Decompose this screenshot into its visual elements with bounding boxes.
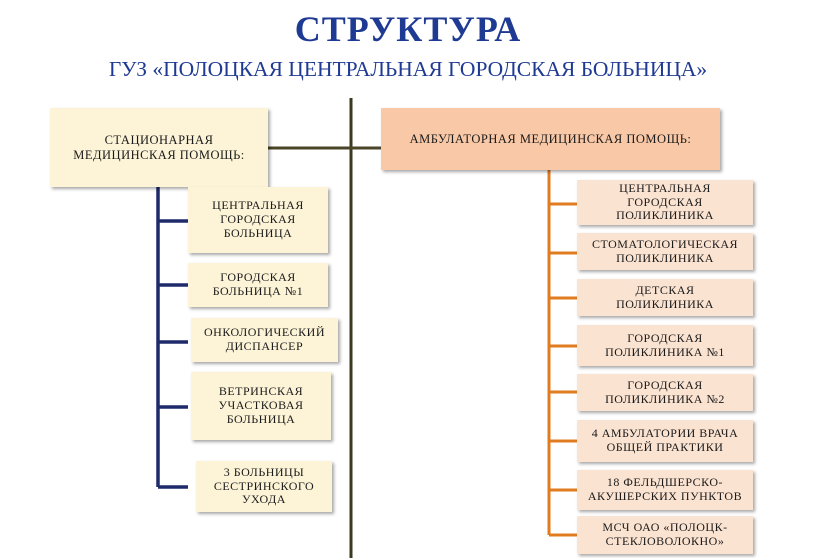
right-item-medical-unit: МСЧ ОАО «ПОЛОЦК- СТЕКЛОВОЛОКНО» (577, 516, 753, 554)
page-subtitle: ГУЗ «ПОЛОЦКАЯ ЦЕНТРАЛЬНАЯ ГОРОДСКАЯ БОЛЬ… (108, 57, 708, 81)
left-item-oncology-dispensary: ОНКОЛОГИЧЕСКИЙ ДИСПАНСЕР (191, 318, 338, 362)
inpatient-care-heading: СТАЦИОНАРНАЯ МЕДИЦИНСКАЯ ПОМОЩЬ: (50, 108, 268, 187)
item-line: СТОМАТОЛОГИЧЕСКАЯ (591, 236, 739, 251)
item-line: ПОЛИКЛИНИКА (616, 250, 714, 265)
right-item-city-polyclinic-2: ГОРОДСКАЯ ПОЛИКЛИНИКА №2 (577, 374, 753, 411)
item-line: ГОРОДСКАЯ (627, 194, 703, 209)
item-line: ПОЛИКЛИНИКА (616, 208, 714, 223)
right-item-gp-ambulatories: 4 АМБУЛАТОРИИ ВРАЧА ОБЩЕЙ ПРАКТИКИ (577, 420, 753, 462)
item-line: ГОРОДСКАЯ (627, 330, 703, 345)
right-branches (549, 202, 577, 537)
item-line: ПОЛИКЛИНИКА №1 (605, 344, 725, 359)
item-line: 3 БОЛЬНИЦЫ (223, 464, 305, 479)
page-title: СТРУКТУРА (294, 9, 522, 49)
left-item-vetrino-hospital: ВЕТРИНСКАЯ УЧАСТКОВАЯ БОЛЬНИЦА (191, 372, 331, 440)
item-line: ДИСПАНСЕР (225, 339, 304, 353)
heading-line: МЕДИЦИНСКАЯ ПОМОЩЬ: (73, 147, 245, 162)
item-line: ДЕТСКАЯ (635, 282, 695, 297)
item-line: ГОРОДСКАЯ (220, 270, 296, 285)
item-line: ПОЛИКЛИНИКА (616, 296, 714, 311)
item-line: УХОДА (242, 492, 286, 507)
left-item-central-hospital: ЦЕНТРАЛЬНАЯ ГОРОДСКАЯ БОЛЬНИЦА (188, 187, 328, 253)
item-line: СЕСТРИНСКОГО (213, 478, 315, 493)
right-item-children-polyclinic: ДЕТСКАЯ ПОЛИКЛИНИКА (577, 279, 753, 316)
item-line: 4 АМБУЛАТОРИИ ВРАЧА (591, 426, 739, 441)
right-item-feldsher-points: 18 ФЕЛЬДШЕРСКО- АКУШЕРСКИХ ПУНКТОВ (577, 470, 753, 510)
right-item-city-polyclinic-1: ГОРОДСКАЯ ПОЛИКЛИНИКА №1 (577, 325, 753, 366)
item-line: ПОЛИКЛИНИКА №2 (605, 391, 725, 406)
item-line: АКУШЕРСКИХ ПУНКТОВ (587, 489, 743, 503)
item-line: СТЕКЛОВОЛОКНО» (605, 534, 725, 548)
left-item-nursing-care: 3 БОЛЬНИЦЫ СЕСТРИНСКОГО УХОДА (196, 461, 332, 512)
left-item-city-hospital-1: ГОРОДСКАЯ БОЛЬНИЦА №1 (188, 263, 328, 307)
heading-line: АМБУЛАТОРНАЯ МЕДИЦИНСКАЯ ПОМОЩЬ: (409, 131, 692, 146)
right-item-dental-polyclinic: СТОМАТОЛОГИЧЕСКАЯ ПОЛИКЛИНИКА (577, 233, 753, 270)
item-line: УЧАСТКОВАЯ (218, 398, 304, 413)
item-line: ОБЩЕЙ ПРАКТИКИ (606, 440, 724, 454)
item-line: ЦЕНТРАЛЬНАЯ (619, 180, 711, 195)
item-line: ЦЕНТРАЛЬНАЯ (212, 198, 304, 213)
item-line: БОЛЬНИЦА (223, 225, 293, 240)
item-line: БОЛЬНИЦА (226, 411, 296, 426)
heading-line: СТАЦИОНАРНАЯ (104, 133, 214, 148)
item-line: БОЛЬНИЦА №1 (212, 284, 304, 298)
item-line: ВЕТРИНСКАЯ (218, 384, 304, 399)
item-line: МСЧ ОАО «ПОЛОЦК- (602, 520, 728, 535)
item-line: ГОРОДСКАЯ (220, 212, 296, 227)
item-line: ГОРОДСКАЯ (627, 377, 703, 392)
item-line: ОНКОЛОГИЧЕСКИЙ (204, 325, 325, 340)
outpatient-care-heading: АМБУЛАТОРНАЯ МЕДИЦИНСКАЯ ПОМОЩЬ: (381, 108, 720, 170)
left-branches (158, 219, 188, 489)
item-line: 18 ФЕЛЬДШЕРСКО- (606, 475, 724, 490)
right-item-central-polyclinic: ЦЕНТРАЛЬНАЯ ГОРОДСКАЯ ПОЛИКЛИНИКА (577, 180, 753, 225)
